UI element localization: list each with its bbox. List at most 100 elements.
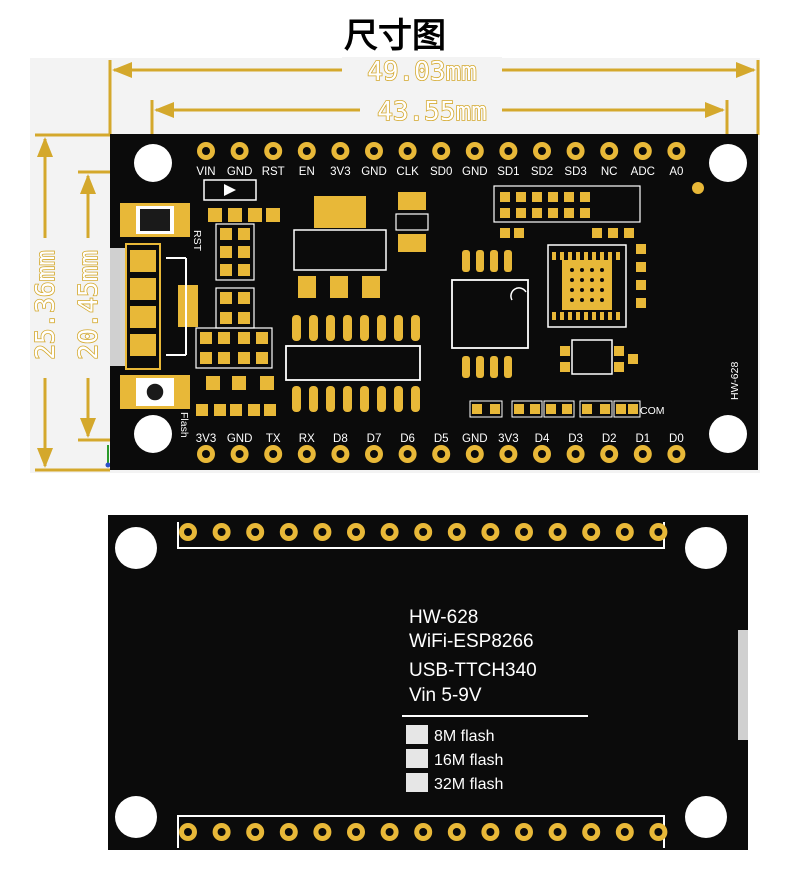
header-pin-hole <box>452 528 461 536</box>
top-pin-label: GND <box>361 166 387 178</box>
top-pin-label: GND <box>227 166 253 178</box>
flash-option-checkbox <box>406 725 428 744</box>
header-pin-hole <box>587 528 596 536</box>
header-pin-hole <box>452 828 461 836</box>
mounting-hole <box>685 527 727 569</box>
header-pin-hole <box>251 528 260 536</box>
header-pin-hole <box>638 450 647 458</box>
back-board: HW-628 WiFi-ESP8266 USB-TTCH340 Vin 5-9V… <box>108 515 748 850</box>
header-pin-hole <box>571 450 580 458</box>
header-pin-hole <box>553 528 562 536</box>
page-title: 尺寸图 <box>344 16 446 56</box>
bottom-pin-label: GND <box>227 433 253 445</box>
header-pin-hole <box>302 147 311 155</box>
bottom-pin-label: D8 <box>333 433 348 445</box>
flash-label: Flash <box>178 412 190 438</box>
back-top-header <box>179 523 668 541</box>
header-pin-hole <box>336 147 345 155</box>
header-pin-hole <box>486 828 495 836</box>
mounting-hole <box>115 796 157 838</box>
header-pin-hole <box>486 528 495 536</box>
bottom-pin-label: D3 <box>568 433 583 445</box>
voltage-regulator <box>293 196 387 298</box>
flash-chip <box>451 250 529 378</box>
back-line-usb: USB-TTCH340 <box>409 660 537 681</box>
header-pin-hole <box>620 828 629 836</box>
top-pin-label: SD2 <box>531 166 553 178</box>
header-pin-hole <box>217 528 226 536</box>
header-pin-hole <box>638 147 647 155</box>
header-pin-hole <box>538 147 546 155</box>
bottom-pin-label: D1 <box>635 433 650 445</box>
header-pin-hole <box>385 528 394 536</box>
com-label: COM <box>640 405 665 417</box>
mounting-hole <box>685 796 727 838</box>
top-pin-label: SD0 <box>430 166 452 178</box>
header-pin-hole <box>217 828 226 836</box>
header-pin-hole <box>235 450 244 458</box>
capacitor <box>395 192 429 252</box>
bottom-pin-label: 3V3 <box>196 433 216 445</box>
header-pin-hole <box>184 528 192 536</box>
header-pin-hole <box>184 828 192 836</box>
top-pin-label: CLK <box>396 166 419 178</box>
esp8266-chip <box>547 244 627 328</box>
top-pin-label: 3V3 <box>330 166 350 178</box>
header-pin-hole <box>403 450 412 458</box>
header-pin-hole <box>235 147 244 155</box>
overall-length-label: 49.03mm <box>367 57 477 87</box>
header-pin-hole <box>284 528 293 536</box>
mounting-hole <box>115 527 157 569</box>
usb-connector <box>110 248 126 366</box>
header-pin-hole <box>370 147 378 155</box>
rst-label: RST <box>191 230 203 252</box>
bottom-pin-label: D2 <box>602 433 617 445</box>
flash-option-8m: 8M flash <box>434 728 494 745</box>
com-component-row <box>469 400 641 418</box>
header-pin-hole <box>251 828 260 836</box>
header-pin-hole <box>553 828 562 836</box>
header-pin-hole <box>605 450 614 458</box>
header-pin-hole <box>437 450 446 458</box>
top-pin-label: VIN <box>196 166 215 178</box>
bottom-pin-label: D4 <box>535 433 550 445</box>
header-pin-hole <box>620 528 629 536</box>
usb-serial-chip <box>285 315 421 412</box>
header-pin-hole <box>654 828 663 836</box>
header-pin-hole <box>654 528 663 536</box>
header-pin-hole <box>370 450 378 458</box>
header-pin-hole <box>202 147 210 155</box>
mounting-hole <box>709 415 747 453</box>
mounting-hole <box>134 415 172 453</box>
header-pin-hole <box>352 528 360 536</box>
header-pin-hole <box>504 147 513 155</box>
flash-option-checkbox <box>406 749 428 768</box>
header-pin-hole <box>672 147 681 155</box>
bottom-pin-label: D0 <box>669 433 684 445</box>
flash-option-32m: 32M flash <box>434 776 503 793</box>
header-pin-hole <box>269 147 278 155</box>
header-pin-hole <box>385 828 394 836</box>
header-pin-hole <box>504 450 513 458</box>
header-pin-hole <box>605 147 614 155</box>
header-pin-hole <box>672 450 681 458</box>
bottom-pin-label: 3V3 <box>498 433 518 445</box>
back-bottom-header <box>179 823 668 841</box>
pin-span-length-label: 43.55mm <box>377 97 487 127</box>
header-pin-hole <box>336 450 345 458</box>
header-pin-hole <box>470 450 479 458</box>
header-pin-hole <box>202 450 210 458</box>
pin-row-width-label: 20.45mm <box>74 250 104 360</box>
header-pin-hole <box>437 147 446 155</box>
header-pin-hole <box>284 828 293 836</box>
top-pin-label: ADC <box>631 166 655 178</box>
bottom-pin-label: TX <box>266 433 281 445</box>
back-line-vin: Vin 5-9V <box>409 685 482 706</box>
front-board: RST Flash <box>110 134 758 470</box>
flash-option-checkbox <box>406 773 428 792</box>
board-id-label: HW-628 <box>729 362 741 400</box>
header-pin-hole <box>318 828 327 836</box>
overall-width-label: 25.36mm <box>31 250 61 360</box>
